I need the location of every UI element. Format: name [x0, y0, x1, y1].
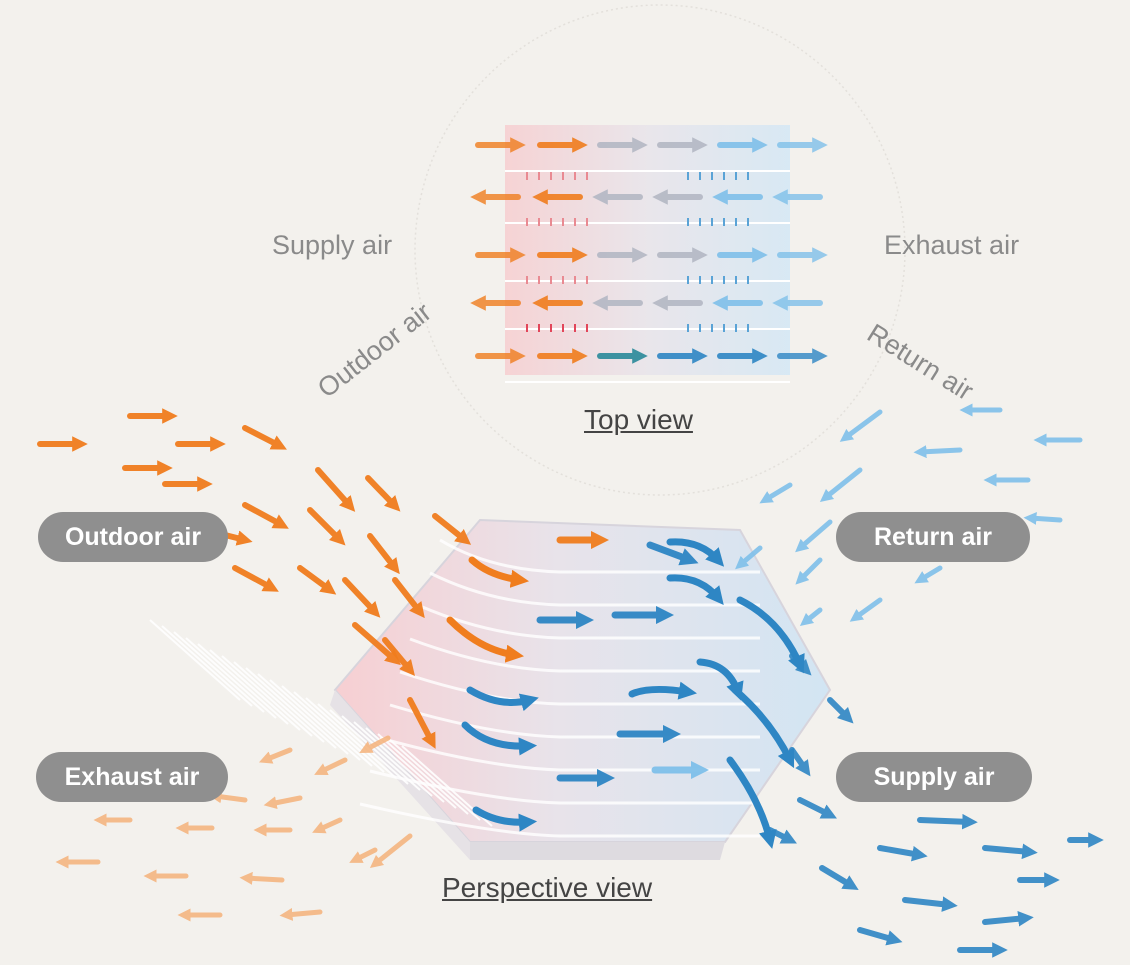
flow-arrow	[314, 757, 348, 776]
top-view-rows	[470, 137, 828, 383]
flow-arrow	[797, 797, 837, 819]
hexagon-core	[333, 518, 832, 843]
hatch-line	[197, 643, 289, 725]
hatch-line	[353, 721, 445, 803]
hatch-line	[341, 715, 433, 797]
hatch-line	[389, 739, 481, 821]
flow-arrow	[382, 637, 415, 676]
flow-arrow	[902, 896, 958, 912]
hatch-line	[209, 649, 301, 731]
plate-line	[439, 538, 760, 574]
flow-arrow	[392, 577, 425, 619]
flow-arrow	[914, 565, 943, 584]
flow-arrow	[297, 565, 337, 595]
flow-arrow	[263, 795, 303, 810]
flow-arrow	[446, 616, 525, 663]
flow-arrow	[857, 927, 903, 946]
plate-line	[429, 571, 760, 607]
supply-air-pill: Supply air	[836, 752, 1032, 802]
flow-arrow	[827, 697, 854, 724]
flow-arrow	[279, 907, 323, 921]
flow-arrow	[369, 833, 413, 869]
flow-arrow	[819, 865, 859, 891]
flow-arrow	[1023, 511, 1063, 525]
flow-arrow	[839, 409, 883, 442]
top-view-heat-marks	[526, 172, 749, 332]
flow-arrow	[731, 686, 795, 769]
hatch-line	[329, 709, 421, 791]
hatch-line	[377, 733, 469, 815]
flow-arrow	[759, 482, 793, 504]
flow-arrow	[239, 871, 285, 885]
flow-arrow	[208, 790, 248, 804]
plate-line	[419, 604, 760, 640]
flow-arrow	[472, 806, 538, 832]
hatch-line	[305, 697, 397, 779]
hatch-line	[149, 619, 241, 701]
exhaust-air-pill: Exhaust air	[36, 752, 228, 802]
outdoor-air-pill: Outdoor air	[38, 512, 228, 562]
perspective-view-caption: Perspective view	[442, 872, 653, 903]
flow-arrow	[789, 747, 811, 777]
flow-arrow	[307, 507, 346, 546]
flow-arrow	[799, 607, 823, 627]
flow-arrow	[735, 545, 763, 570]
flow-arrow	[315, 467, 356, 512]
hexagon-core-bottom	[470, 842, 725, 860]
flow-arrow	[917, 813, 978, 830]
flow-arrow	[232, 565, 279, 592]
flow-arrow	[646, 541, 699, 566]
flow-arrow	[726, 756, 777, 849]
flow-arrow	[432, 513, 472, 545]
flow-arrow	[877, 845, 928, 862]
airflow-arrows	[37, 403, 1104, 958]
flow-arrow	[795, 557, 823, 585]
flow-arrow	[849, 597, 883, 622]
flow-arrow	[359, 735, 391, 754]
flow-arrow	[367, 533, 400, 575]
flow-arrow	[982, 910, 1034, 927]
flow-arrow	[349, 847, 378, 863]
flow-arrow	[461, 721, 538, 756]
return-air-pill: Return air	[836, 512, 1030, 562]
flow-arrow	[312, 817, 343, 834]
flow-arrow	[242, 502, 289, 529]
flow-arrow	[819, 467, 863, 503]
hatch-line	[221, 655, 313, 737]
top-view-caption: Top view	[584, 404, 693, 435]
hatch-line	[161, 625, 253, 707]
flow-arrow	[736, 596, 805, 674]
plate-line	[359, 802, 760, 838]
hatch-line	[281, 685, 373, 767]
flow-arrow	[628, 681, 697, 700]
hatch-line	[233, 661, 325, 743]
flow-arrow	[242, 425, 287, 450]
hatch-line	[173, 631, 265, 713]
top-view-outline	[414, 4, 906, 496]
flow-arrow	[342, 577, 381, 618]
flow-arrow	[982, 843, 1038, 860]
flow-arrow	[466, 686, 539, 712]
flow-arrow	[258, 747, 293, 764]
hatch-line	[293, 691, 385, 773]
flow-arrow	[365, 475, 401, 512]
hatch-line	[257, 673, 349, 755]
top-view-core	[505, 125, 790, 375]
plate-line	[409, 637, 760, 673]
hatch-line	[245, 667, 337, 749]
flow-arrow	[352, 622, 401, 666]
flow-arrow	[468, 556, 530, 588]
hatch-line	[185, 637, 277, 719]
plate-line	[379, 736, 760, 772]
exhaust-hatching	[149, 619, 493, 827]
top-supply-air-label: Supply air	[272, 230, 393, 260]
top-exhaust-air-label: Exhaust air	[884, 230, 1020, 260]
flow-arrow	[407, 697, 436, 749]
flow-arrow	[666, 538, 725, 567]
hatch-line	[269, 679, 361, 761]
flow-arrow	[913, 445, 963, 459]
flow-arrow	[666, 574, 724, 606]
flow-arrow	[795, 519, 833, 553]
